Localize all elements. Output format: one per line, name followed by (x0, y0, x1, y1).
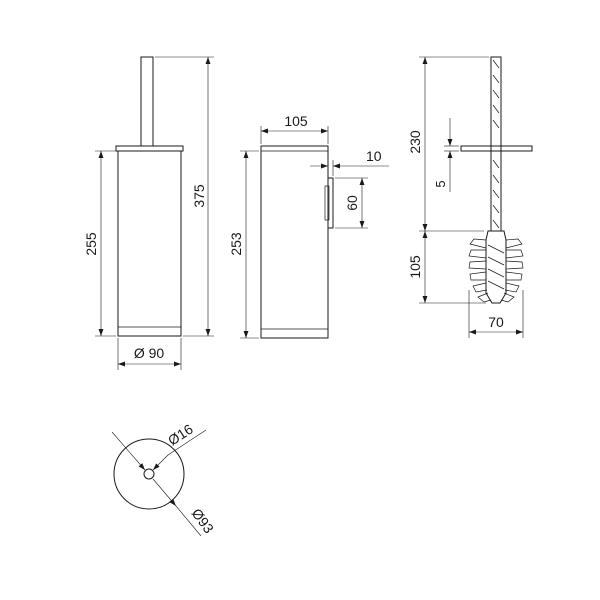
holder-side-body (260, 145, 329, 339)
brush-bristles-left (468, 238, 492, 303)
dim-label-230: 230 (407, 130, 423, 154)
dim-label-375: 375 (191, 184, 207, 208)
brush-lid-disk (460, 145, 533, 152)
dim-label-10: 10 (366, 148, 382, 164)
base-circle (113, 438, 185, 510)
holder-lid (115, 145, 184, 152)
top-view: Ø16 Ø93 (111, 421, 218, 537)
dim-label-255: 255 (83, 232, 99, 256)
dim-label-d93: Ø93 (189, 505, 218, 536)
bracket-plate (324, 185, 330, 221)
front-view: 375 255 Ø 90 (83, 56, 214, 370)
dim-label-d90: Ø 90 (134, 345, 165, 361)
dim-label-5: 5 (433, 180, 448, 187)
center-hole (143, 468, 155, 480)
dim-label-70: 70 (488, 314, 504, 330)
brush-bristles-right (500, 238, 524, 303)
dim-label-d16: Ø16 (165, 421, 196, 449)
brush-handle (140, 56, 154, 147)
holder-body (117, 150, 182, 337)
brush-handle-detail (490, 56, 502, 232)
brush-view: 230 5 105 70 (407, 56, 533, 338)
dim-label-60: 60 (344, 195, 360, 211)
leader-d93 (175, 505, 202, 537)
wall-bracket (328, 177, 334, 229)
brush-head-core (485, 230, 507, 304)
dim-label-105-width: 105 (284, 113, 308, 129)
side-view: 105 10 60 253 (228, 113, 389, 339)
dim-label-105-brush: 105 (407, 255, 423, 279)
dim-label-253: 253 (228, 232, 244, 256)
leader-d16 (167, 429, 207, 456)
